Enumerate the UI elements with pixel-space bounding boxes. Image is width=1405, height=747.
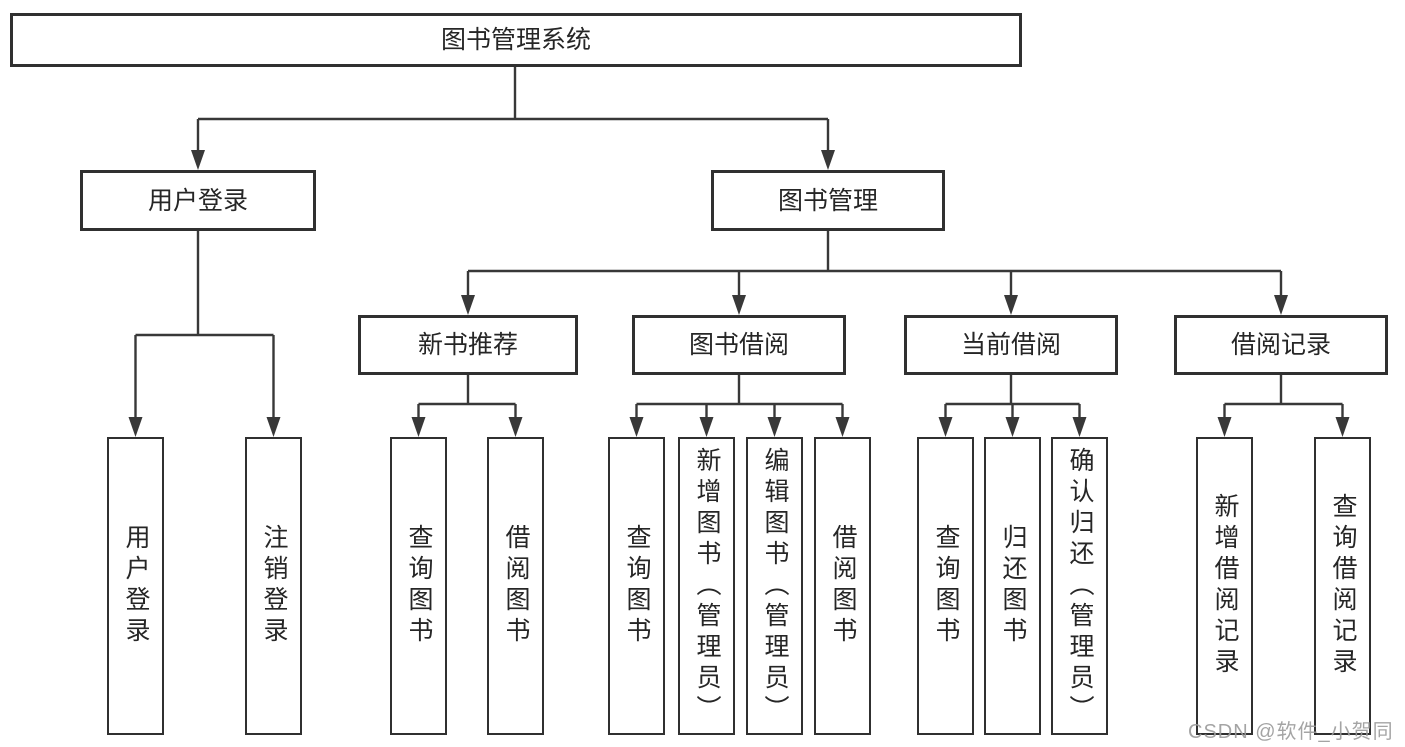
node-label: 查询图书 [932, 524, 960, 648]
node-book-management: 图书管理 [711, 170, 945, 231]
tree-connector-line [196, 67, 830, 152]
node-label: 确认归还（管理员） [1066, 446, 1094, 726]
node-label: 归还图书 [999, 524, 1027, 648]
arrowhead [1005, 417, 1020, 437]
arrowhead [767, 417, 782, 437]
tree-connector-line [635, 375, 844, 419]
arrowhead [411, 417, 426, 437]
leaf-confirm-return-admin: 确认归还（管理员） [1051, 437, 1108, 735]
node-label: 注销登录 [260, 524, 288, 648]
node-label: 图书管理 [777, 186, 878, 215]
leaf-edit-books-admin: 编辑图书（管理员） [746, 437, 803, 735]
watermark-text: CSDN @软件_小贺同学 [1188, 721, 1394, 743]
arrowhead [629, 417, 644, 437]
node-book-borrowing: 图书借阅 [632, 315, 846, 375]
leaf-add-borrow-record: 新增借阅记录 [1196, 437, 1253, 735]
leaf-borrow-books-borrowing: 借阅图书 [814, 437, 871, 735]
node-label: 图书借阅 [688, 331, 789, 359]
node-label: 图书管理系统 [440, 26, 591, 54]
arrowhead [191, 150, 205, 170]
node-label: 借阅图书 [829, 524, 857, 648]
node-label: 查询图书 [405, 524, 433, 648]
node-label: 借阅图书 [502, 524, 530, 648]
node-label: 用户登录 [147, 186, 248, 215]
leaf-query-books-borrowing: 查询图书 [608, 437, 665, 735]
arrowhead [1004, 295, 1018, 315]
leaf-query-borrow-record: 查询借阅记录 [1314, 437, 1371, 735]
arrowhead [461, 295, 475, 315]
arrowhead [835, 417, 850, 437]
arrowhead [1217, 417, 1232, 437]
arrowhead [732, 295, 746, 315]
leaf-borrow-books-recommend: 借阅图书 [487, 437, 544, 735]
node-label: 用户登录 [122, 524, 150, 648]
arrowhead [821, 150, 835, 170]
tree-connector-line [134, 231, 275, 419]
leaf-query-books-recommend: 查询图书 [390, 437, 447, 735]
node-library-system: 图书管理系统 [10, 13, 1022, 67]
arrowhead [938, 417, 953, 437]
node-label: 新增图书（管理员） [693, 446, 721, 726]
arrowhead [508, 417, 523, 437]
tree-connector-line [944, 375, 1081, 419]
arrowhead [1335, 417, 1350, 437]
node-borrowing-records: 借阅记录 [1174, 315, 1388, 375]
leaf-return-books: 归还图书 [984, 437, 1041, 735]
node-current-borrowing: 当前借阅 [904, 315, 1118, 375]
arrowhead [1274, 295, 1288, 315]
node-label: 借阅记录 [1230, 331, 1331, 359]
arrowhead [699, 417, 714, 437]
node-label: 当前借阅 [960, 331, 1061, 359]
node-user-login: 用户登录 [80, 170, 316, 231]
node-new-book-recommend: 新书推荐 [358, 315, 578, 375]
arrowhead [266, 417, 281, 437]
leaf-user-login: 用户登录 [107, 437, 164, 735]
leaf-add-books-admin: 新增图书（管理员） [678, 437, 735, 735]
arrowhead [1072, 417, 1087, 437]
tree-connector-line [466, 231, 1283, 297]
node-label: 新增借阅记录 [1211, 493, 1239, 679]
node-label: 查询借阅记录 [1329, 493, 1357, 679]
leaf-logout-login: 注销登录 [245, 437, 302, 735]
node-label: 查询图书 [623, 524, 651, 648]
node-label: 编辑图书（管理员） [761, 446, 789, 726]
node-label: 新书推荐 [417, 331, 518, 359]
leaf-query-books-current: 查询图书 [917, 437, 974, 735]
arrowhead [128, 417, 143, 437]
tree-connector-line [1223, 375, 1344, 419]
tree-connector-line [417, 375, 517, 419]
